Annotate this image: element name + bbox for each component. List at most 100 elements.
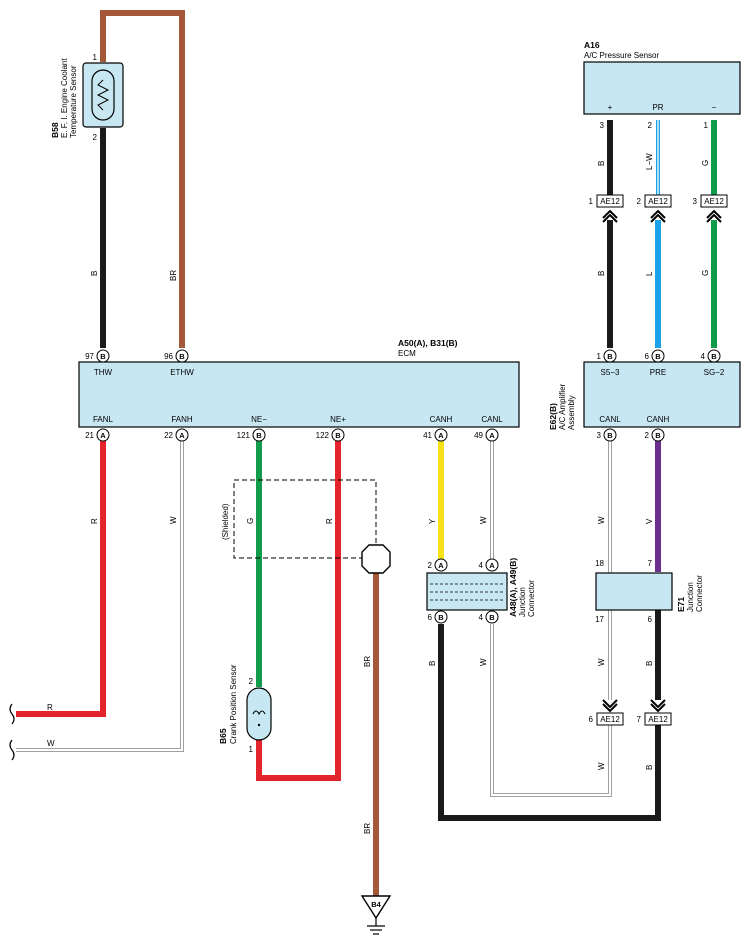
wire-jc-white: [490, 624, 612, 797]
svg-text:AE12: AE12: [600, 197, 620, 206]
svg-text:B: B: [256, 431, 262, 440]
amp-pin-4-num: 4: [701, 352, 706, 361]
shield-splice: [361, 544, 391, 574]
wire-label-e71-b: B: [645, 661, 654, 666]
junction-a48-box: [426, 572, 508, 611]
e71-line1: Junction: [686, 582, 695, 612]
wire-ne-plus: [256, 438, 341, 781]
coolant-pin-top: 1: [93, 53, 98, 62]
svg-text:B: B: [655, 352, 661, 361]
ae12-upper-2-pin: 2: [637, 197, 642, 206]
ecm-label-ne-plus: NE+: [330, 415, 346, 424]
svg-text:A: A: [100, 431, 106, 440]
ecm-label-ne-minus: NE−: [251, 415, 267, 424]
pressure-term-plus: +: [608, 103, 613, 112]
ecm-label-canl: CANL: [481, 415, 503, 424]
amp-line2: Assembly: [567, 395, 576, 430]
crank-pin-dot: [257, 723, 261, 727]
svg-text:AE12: AE12: [600, 715, 620, 724]
crank-pin-top: 2: [249, 677, 254, 686]
amp-pin-3-num: 3: [597, 431, 602, 440]
amp-label-s5-3: S5−3: [601, 368, 620, 377]
pressure-sensor-code: A16: [584, 40, 600, 50]
svg-text:B: B: [335, 431, 341, 440]
wire-label-e71-w: W: [597, 658, 606, 666]
amp-pin-2: B: [651, 428, 665, 442]
ecm-label-fanl: FANL: [93, 415, 114, 424]
wire-label-amp-canh: V: [645, 518, 654, 524]
jc-pin-6b-num: 6: [428, 613, 433, 622]
ae12-lower-6: AE12: [596, 699, 624, 726]
svg-text:B: B: [179, 352, 185, 361]
amp-pin-6: B: [651, 349, 665, 363]
wire-label-left-r: R: [47, 703, 53, 712]
wire-label-minus-lower: G: [701, 270, 710, 276]
wire-label-fanl: R: [90, 518, 99, 524]
amp-line1: A/C Amplifier: [558, 383, 567, 430]
svg-text:B: B: [711, 352, 717, 361]
svg-text:A: A: [489, 561, 495, 570]
ecm-pin-22-num: 22: [164, 431, 173, 440]
wire-label-pr-lower: L: [645, 271, 654, 276]
ae12-upper-2: AE12: [644, 194, 672, 223]
crank-sensor-code: B65: [218, 728, 228, 744]
junction-e71-box: [595, 572, 673, 611]
amp-pin-4: B: [707, 349, 721, 363]
wire-jc-black: [438, 624, 661, 821]
svg-text:AE12: AE12: [648, 715, 668, 724]
wire-fanh-core: [16, 438, 183, 751]
ecm-pin-21: A: [96, 428, 110, 442]
ecm-pin-41-num: 41: [423, 431, 432, 440]
amp-pin-6-num: 6: [645, 352, 650, 361]
wire-label-left-w: W: [47, 739, 55, 748]
wire-label-ne-minus: G: [246, 518, 255, 524]
jc-pin-4a: A: [485, 558, 499, 572]
svg-text:B: B: [607, 431, 613, 440]
svg-text:A: A: [179, 431, 185, 440]
wire-label-shield-lower: BR: [363, 823, 372, 834]
e71-pin-18: 18: [595, 559, 604, 568]
ae12-upper-3: AE12: [700, 194, 728, 223]
ecm-pin-122: B: [331, 428, 345, 442]
wire-label-pr-upper: L−W: [645, 153, 654, 170]
ecm-pin-49-num: 49: [474, 431, 483, 440]
break-mark-w: [9, 739, 15, 761]
ecm-pin-49: A: [485, 428, 499, 442]
ecm-pin-96-num: 96: [164, 352, 173, 361]
ecm-label-thw: THW: [94, 368, 113, 377]
ecm-label-canh: CANH: [430, 415, 453, 424]
pressure-term-pr: PR: [652, 103, 663, 112]
wire-fanh: [16, 438, 184, 752]
e71-pin-17: 17: [595, 615, 604, 624]
coolant-pin-bottom: 2: [93, 133, 98, 142]
amp-pin-1-num: 1: [597, 352, 602, 361]
amp-pin-1: B: [603, 349, 617, 363]
amp-code: E62(B): [548, 403, 558, 430]
ecm-pin-97: B: [96, 349, 110, 363]
ecm-box: [78, 361, 520, 428]
jc-a48-line1: Junction: [518, 587, 527, 617]
pressure-term-minus: −: [712, 103, 717, 112]
pressure-sensor-box: [583, 61, 741, 115]
coolant-sensor-element: [91, 69, 115, 121]
svg-text:AE12: AE12: [648, 197, 668, 206]
wire-label-bot-b: B: [645, 765, 654, 770]
svg-text:B: B: [489, 613, 495, 622]
wire-ethw: [100, 10, 185, 348]
wire-jc-white-core: [491, 624, 611, 796]
wire-label-plus-lower: B: [597, 271, 606, 276]
pressure-sensor-name: A/C Pressure Sensor: [584, 51, 659, 60]
amp-label-sg-2: SG−2: [704, 368, 725, 377]
ecm-pin-97-num: 97: [85, 352, 94, 361]
e71-pin-6: 6: [648, 615, 653, 624]
jc-pin-4b-num: 4: [479, 613, 484, 622]
ecm-pin-96: B: [175, 349, 189, 363]
svg-text:A: A: [438, 431, 444, 440]
crank-pin-bottom: 1: [249, 745, 254, 754]
ecm-name: ECM: [398, 349, 416, 358]
jc-a48-code: A48(A), A49(B): [508, 558, 518, 617]
wire-label-bot-w: W: [597, 762, 606, 770]
ecm-pin-41: A: [434, 428, 448, 442]
ground-tri: [360, 895, 392, 920]
wire-label-thw: B: [90, 271, 99, 276]
